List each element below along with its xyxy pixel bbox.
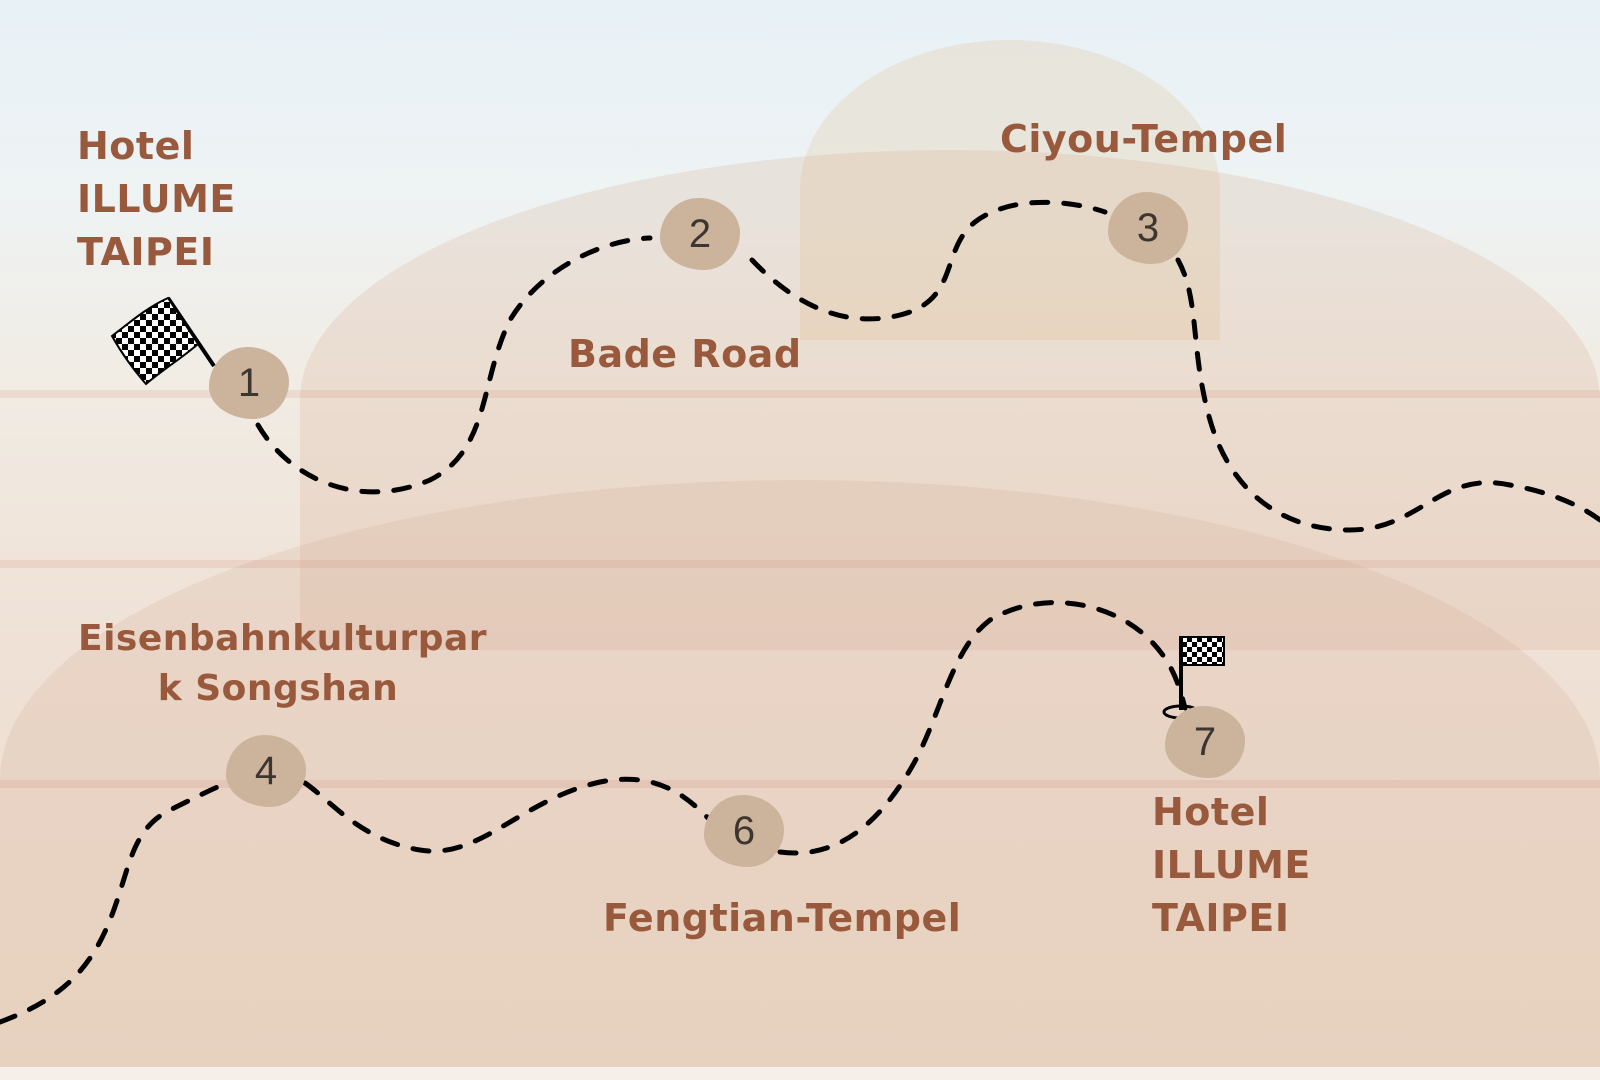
stop-number: 7 — [1193, 719, 1217, 764]
route-segment-6-7 — [777, 600, 1188, 856]
label-line: Eisenbahnkulturpar — [78, 618, 488, 659]
label-text: Ciyou-Tempel — [1000, 117, 1288, 161]
route-segment-4-6 — [302, 776, 713, 854]
label-line: Hotel — [1152, 790, 1270, 834]
stop-number: 3 — [1136, 205, 1160, 250]
temple-roof-crest — [800, 40, 1220, 340]
label-text: Fengtian-Tempel — [603, 896, 962, 940]
route-segment-2-3 — [749, 199, 1108, 322]
roof-band — [0, 560, 1600, 568]
stop-number: 4 — [254, 748, 278, 793]
stop-marker-6[interactable]: 6 — [704, 795, 784, 867]
roof-band — [0, 780, 1600, 788]
label-ciyou-temple[interactable]: Ciyou-Tempel — [1000, 113, 1287, 166]
stop-marker-2[interactable]: 2 — [660, 198, 740, 270]
stop-number: 1 — [237, 360, 261, 405]
label-line: ILLUME — [1152, 843, 1311, 887]
label-fengtian-temple[interactable]: Fengtian-Tempel — [603, 892, 961, 945]
label-text: Bade Road — [568, 332, 802, 376]
stop-marker-3[interactable]: 3 — [1108, 192, 1188, 264]
temple-roof-upper — [300, 150, 1600, 650]
label-railway-park[interactable]: Eisenbahnkulturpar k Songshan — [78, 614, 488, 714]
label-line: TAIPEI — [77, 230, 215, 274]
stop-marker-7[interactable]: 7 — [1165, 706, 1245, 778]
label-start-hotel[interactable]: Hotel ILLUME TAIPEI — [77, 120, 236, 279]
route-segment-1-2 — [255, 235, 653, 495]
label-line: TAIPEI — [1152, 896, 1290, 940]
label-bade-road[interactable]: Bade Road — [568, 328, 802, 381]
stop-number: 2 — [688, 211, 712, 256]
label-line: Hotel — [77, 124, 195, 168]
checkered-flag-on-pin-icon — [1162, 636, 1225, 720]
label-line: ILLUME — [77, 177, 236, 221]
roof-band — [0, 390, 1600, 398]
stop-marker-1[interactable]: 1 — [209, 347, 289, 419]
stop-marker-4[interactable]: 4 — [226, 735, 306, 807]
stop-number: 6 — [732, 808, 756, 853]
checkered-flag-icon — [110, 296, 216, 386]
label-end-hotel[interactable]: Hotel ILLUME TAIPEI — [1152, 786, 1311, 945]
route-segment-entry-4 — [0, 774, 243, 1025]
label-line: k Songshan — [157, 668, 399, 709]
route-segment-3-offpage — [1175, 257, 1600, 533]
